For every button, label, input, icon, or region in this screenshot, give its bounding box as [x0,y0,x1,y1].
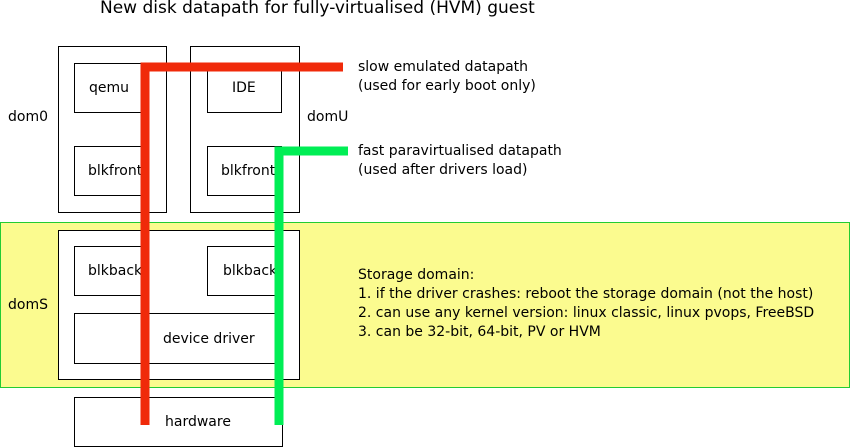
slow-datapath-line [140,62,343,425]
hardware-label: hardware [165,414,231,430]
blkback-right-label: blkback [223,263,278,279]
storage-note-item: 2. can use any kernel version: linux cla… [358,305,815,321]
ide-label: IDE [232,80,256,96]
blkback-right-box: blkback [207,246,282,296]
storage-notes-heading: Storage domain: [358,267,475,283]
blkfront-domU-label: blkfront [221,163,276,179]
storage-note-item: 1. if the driver crashes: reboot the sto… [358,286,814,302]
device-driver-label: device driver [163,331,255,347]
storage-domain-notes: Storage domain: 1. if the driver crashes… [358,266,814,342]
slow-path-caption-line1: slow emulated datapath [358,59,529,75]
diagram-title: New disk datapath for fully-virtualised … [100,0,535,18]
fast-path-caption-line1: fast paravirtualised datapath [358,143,562,159]
qemu-box: qemu [74,63,149,113]
blkback-left-box: blkback [74,246,149,296]
fast-path-caption: fast paravirtualised datapath (used afte… [358,142,562,180]
blkfront-domU-box: blkfront [207,146,282,196]
domS-label: domS [8,297,48,313]
storage-note-item: 3. can be 32-bit, 64-bit, PV or HVM [358,324,601,340]
blkback-left-label: blkback [88,263,143,279]
blkfront-dom0-box: blkfront [74,146,149,196]
blkfront-dom0-label: blkfront [88,163,143,179]
slow-path-caption: slow emulated datapath (used for early b… [358,58,536,96]
qemu-label: qemu [89,80,130,96]
fast-datapath-line [274,146,348,425]
domU-label: domU [307,109,349,125]
device-driver-box: device driver [74,313,283,364]
dom0-label: dom0 [8,109,48,125]
slow-path-caption-line2: (used for early boot only) [358,78,536,94]
fast-path-caption-line2: (used after drivers load) [358,162,528,178]
